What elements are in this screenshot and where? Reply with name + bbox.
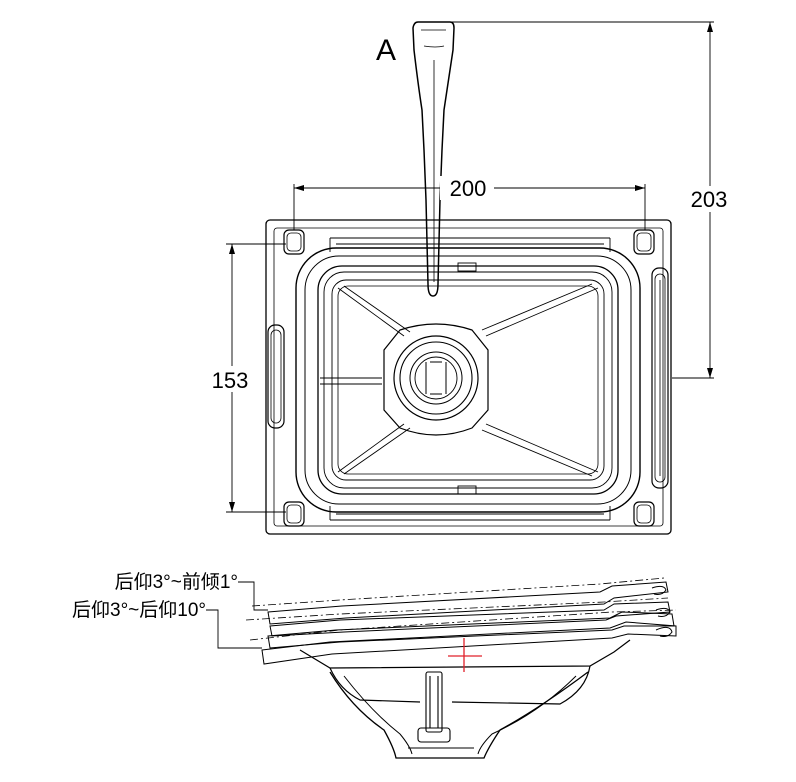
center-mark xyxy=(448,638,482,672)
gas-lift-stem xyxy=(417,671,451,743)
top-view xyxy=(265,21,672,535)
base-plate-outline xyxy=(265,219,672,535)
housing-outer xyxy=(295,247,641,513)
tilt-range-note-2: 后仰3°~后仰10° xyxy=(72,599,206,621)
plate-height-dimension: 153 xyxy=(212,368,249,393)
side-slots xyxy=(267,267,669,489)
tilt-range-note-1: 后仰3°~前倾1° xyxy=(115,571,238,593)
control-lever xyxy=(412,21,455,297)
tilt-leaders xyxy=(206,581,268,649)
side-view xyxy=(245,577,677,759)
lever-label-a: A xyxy=(376,34,396,67)
width-dimension: 200 xyxy=(450,176,487,201)
total-height-dimension: 203 xyxy=(691,187,728,212)
central-hub xyxy=(383,323,489,436)
dimensions xyxy=(226,21,714,513)
ribs xyxy=(320,283,599,477)
mounting-holes xyxy=(283,229,655,527)
